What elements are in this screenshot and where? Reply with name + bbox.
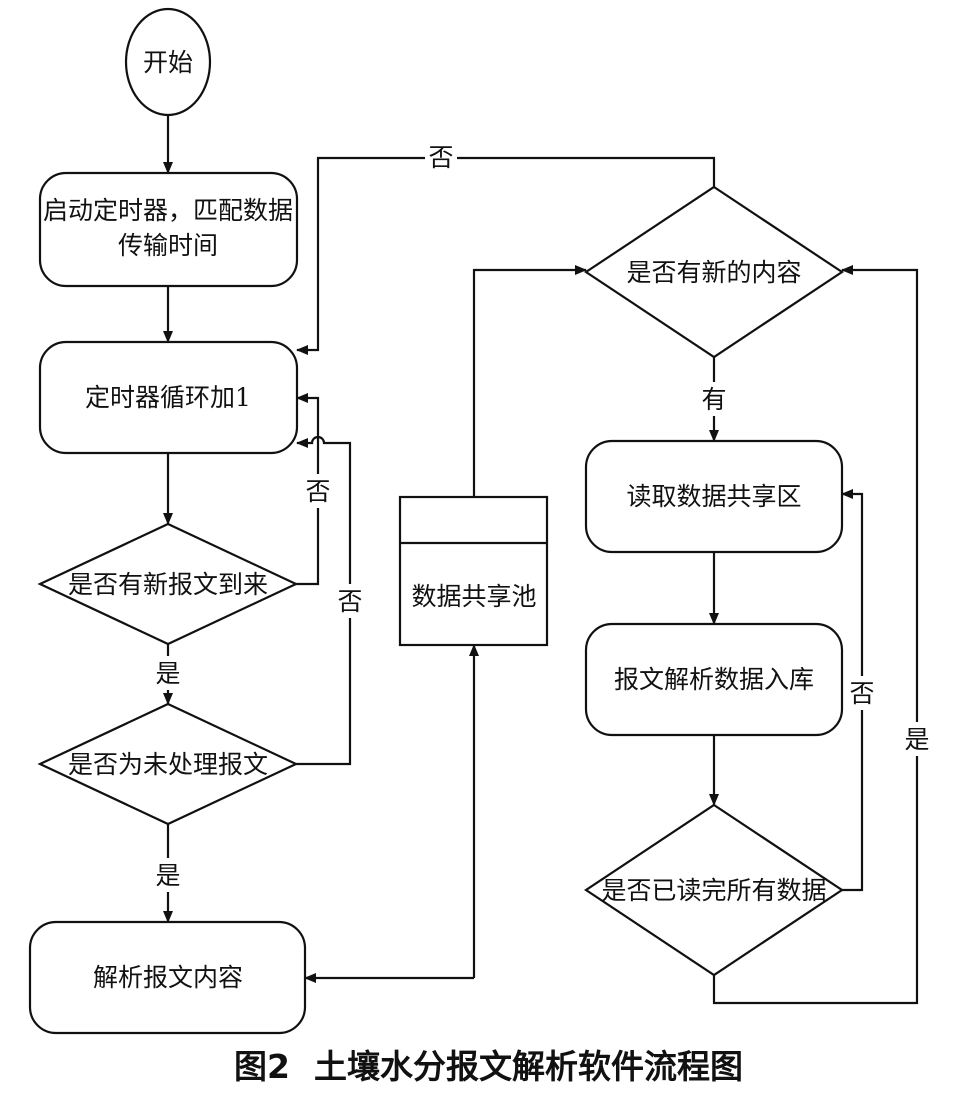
edge-label-no-newmsg: 否: [305, 477, 330, 506]
unprocessed-label: 是否为未处理报文: [68, 750, 268, 779]
timer-loop-node: 定时器循环加1: [38, 340, 299, 455]
new-content-decision: 是否有新的内容: [584, 185, 844, 359]
shared-pool-node: 数据共享池: [398, 495, 549, 647]
parse-store-node: 报文解析数据入库: [584, 622, 844, 737]
parse-content-node: 解析报文内容: [28, 920, 307, 1035]
new-message-decision: 是否有新报文到来: [37, 522, 299, 646]
caption-number: 图2: [234, 1047, 290, 1086]
edge-label-yes-unprocessed: 是: [155, 861, 180, 890]
shared-pool-label: 数据共享池: [411, 582, 536, 611]
all-read-decision: 是否已读完所有数据: [584, 803, 844, 977]
caption-title: 土壤水分报文解析软件流程图: [314, 1047, 743, 1086]
parse-content-label: 解析报文内容: [93, 963, 243, 992]
edge-label-yes-newmsg: 是: [155, 659, 180, 688]
edge-label-yes-allread: 是: [904, 725, 929, 754]
start-timer-label-line2: 传输时间: [118, 231, 218, 260]
unprocessed-decision: 是否为未处理报文: [37, 702, 299, 826]
read-shared-label: 读取数据共享区: [626, 482, 801, 511]
timer-loop-label: 定时器循环加1: [85, 383, 251, 412]
read-shared-node: 读取数据共享区: [584, 439, 844, 554]
new-content-label: 是否有新的内容: [626, 258, 801, 287]
start-label: 开始: [143, 48, 193, 77]
edge-allread-yes: [712, 265, 919, 1005]
edge-label-has-newcontent: 有: [701, 385, 726, 414]
edge-label-no-allread: 否: [849, 679, 874, 708]
edge-unprocessed-no: [296, 435, 352, 766]
all-read-label: 是否已读完所有数据: [601, 876, 826, 905]
start-timer-node: 启动定时器，匹配数据 传输时间: [38, 171, 299, 288]
new-message-label: 是否有新报文到来: [68, 570, 268, 599]
start-timer-label-line1: 启动定时器，匹配数据: [43, 196, 293, 225]
edge-label-no-unprocessed: 否: [337, 587, 362, 616]
edge-newcontent-no: [296, 156, 716, 355]
edge-pool-to-newcontent: [472, 265, 587, 497]
parse-store-label: 报文解析数据入库: [614, 665, 814, 694]
start-node: 开始: [124, 7, 212, 117]
edge-label-no-top: 否: [428, 143, 453, 172]
